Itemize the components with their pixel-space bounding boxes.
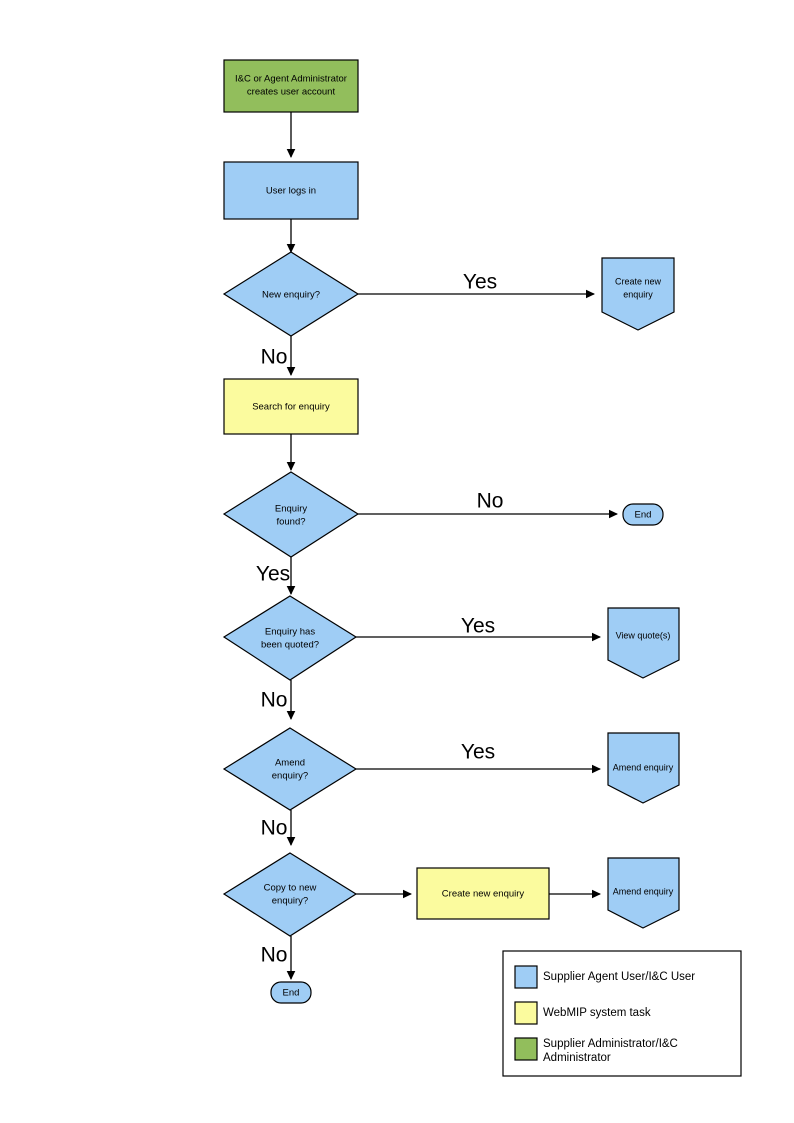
new-enquiry-decision-label: New enquiry?: [262, 290, 320, 301]
end-not-found-label: End: [635, 510, 652, 521]
legend-label-supplier-administrator-line1: Supplier Administrator/I&C: [543, 1038, 678, 1050]
enquiry-quoted-decision-label-line1: Enquiry has: [265, 627, 315, 638]
edge-label-quoted-yes: Yes: [461, 615, 495, 638]
node-admin-creates-account[interactable]: I&C or Agent Administrator creates user …: [223, 59, 359, 113]
edge-label-enquiry-found-yes: Yes: [256, 563, 290, 586]
end-final-shape[interactable]: [270, 981, 312, 1004]
amend-enquiry-decision-shape[interactable]: [222, 727, 358, 811]
edge-label-layer: Yes No No Yes Yes No Yes No No: [256, 271, 504, 967]
amend-enquiry-shield-2-shape[interactable]: [607, 857, 680, 929]
connector-layer: [286, 112, 618, 980]
create-new-enquiry-shield-shape[interactable]: [601, 257, 675, 331]
amend-enquiry-shield-1-label: Amend enquiry: [613, 762, 674, 772]
legend-swatch-blue: [514, 965, 538, 989]
legend-item-supplier-administrator: Supplier Administrator/I&C Administrator: [514, 1037, 678, 1064]
node-copy-to-new-enquiry-decision[interactable]: Copy to new enquiry?: [222, 852, 358, 937]
admin-creates-account-label-line1: I&C or Agent Administrator: [235, 74, 347, 85]
end-final-label: End: [283, 988, 300, 999]
amend-enquiry-decision-label-line1: Amend: [275, 758, 305, 769]
amend-enquiry-shield-1-shape[interactable]: [607, 732, 680, 804]
node-enquiry-found-decision[interactable]: Enquiry found?: [222, 471, 360, 558]
legend: Supplier Agent User/I&C User WebMIP syst…: [502, 950, 742, 1077]
user-logs-in-shape[interactable]: [223, 161, 359, 220]
legend-label-webmip-system-task: WebMIP system task: [543, 1007, 651, 1019]
search-for-enquiry-label: Search for enquiry: [252, 402, 330, 413]
node-view-quotes-shield[interactable]: View quote(s): [607, 607, 680, 679]
edge-label-enquiry-found-no: No: [477, 490, 504, 513]
create-new-enquiry-task-label: Create new enquiry: [442, 889, 525, 900]
admin-creates-account-label-line2: creates user account: [247, 87, 336, 98]
node-end-final[interactable]: End: [270, 981, 312, 1004]
amend-enquiry-shield-2-label: Amend enquiry: [613, 886, 674, 896]
enquiry-quoted-decision-label-line2: been quoted?: [261, 640, 319, 651]
search-for-enquiry-shape[interactable]: [223, 378, 359, 435]
copy-to-new-enquiry-decision-shape[interactable]: [222, 852, 358, 937]
node-user-logs-in[interactable]: User logs in: [223, 161, 359, 220]
edge-label-copy-no: No: [261, 944, 288, 967]
view-quotes-shield-label: View quote(s): [616, 630, 671, 640]
admin-creates-account-shape[interactable]: [223, 59, 359, 113]
node-enquiry-quoted-decision[interactable]: Enquiry has been quoted?: [222, 595, 358, 681]
node-create-new-enquiry-task[interactable]: Create new enquiry: [416, 867, 550, 920]
create-new-enquiry-shield-label-line2: enquiry: [623, 289, 653, 299]
enquiry-quoted-decision-shape[interactable]: [222, 595, 358, 681]
user-logs-in-label: User logs in: [266, 186, 316, 197]
edge-label-quoted-no: No: [261, 689, 288, 712]
new-enquiry-decision-shape[interactable]: [222, 251, 360, 337]
node-end-not-found[interactable]: End: [622, 503, 664, 526]
view-quotes-shield-shape[interactable]: [607, 607, 680, 679]
copy-to-new-enquiry-decision-label-line1: Copy to new: [264, 883, 317, 894]
node-search-for-enquiry[interactable]: Search for enquiry: [223, 378, 359, 435]
node-amend-enquiry-decision[interactable]: Amend enquiry?: [222, 727, 358, 811]
legend-item-webmip-system-task: WebMIP system task: [514, 1001, 651, 1025]
edge-label-new-enquiry-no: No: [261, 346, 288, 369]
copy-to-new-enquiry-decision-label-line2: enquiry?: [272, 896, 308, 907]
legend-swatch-green: [514, 1037, 538, 1061]
legend-item-supplier-agent-user: Supplier Agent User/I&C User: [514, 965, 695, 989]
legend-label-supplier-administrator-line2: Administrator: [543, 1052, 611, 1064]
enquiry-found-decision-shape[interactable]: [222, 471, 360, 558]
edge-label-amend-no: No: [261, 817, 288, 840]
edge-label-new-enquiry-yes: Yes: [463, 271, 497, 294]
legend-swatch-yellow: [514, 1001, 538, 1025]
legend-label-supplier-agent-user: Supplier Agent User/I&C User: [543, 971, 695, 983]
legend-box: [502, 950, 742, 1077]
node-create-new-enquiry-shield[interactable]: Create new enquiry: [601, 257, 675, 331]
create-new-enquiry-task-shape[interactable]: [416, 867, 550, 920]
node-amend-enquiry-shield-2[interactable]: Amend enquiry: [607, 857, 680, 929]
node-new-enquiry-decision[interactable]: New enquiry?: [222, 251, 360, 337]
create-new-enquiry-shield-label-line1: Create new: [615, 276, 662, 286]
enquiry-found-decision-label-line1: Enquiry: [275, 504, 307, 515]
enquiry-found-decision-label-line2: found?: [276, 517, 305, 528]
edge-label-amend-yes: Yes: [461, 741, 495, 764]
node-amend-enquiry-shield-1[interactable]: Amend enquiry: [607, 732, 680, 804]
amend-enquiry-decision-label-line2: enquiry?: [272, 771, 308, 782]
end-not-found-shape[interactable]: [622, 503, 664, 526]
